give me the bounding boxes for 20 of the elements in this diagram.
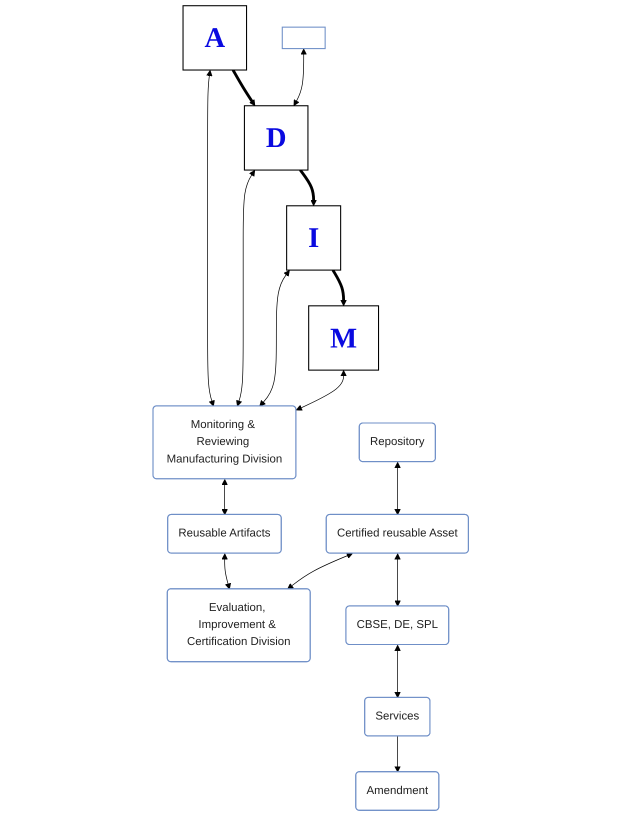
- arrow: [332, 269, 348, 306]
- node-box: [282, 26, 326, 50]
- arrow: [394, 644, 402, 698]
- arrow: [299, 169, 318, 206]
- node-box: D: [244, 105, 309, 171]
- arrow: [394, 553, 402, 607]
- arrow: [260, 270, 290, 406]
- node-box: A: [182, 5, 248, 71]
- node-box: I: [286, 205, 342, 271]
- node-box: M: [308, 305, 380, 371]
- arrow: [222, 553, 232, 590]
- arrow: [236, 170, 256, 406]
- arrow: [288, 552, 354, 590]
- arrow: [206, 70, 216, 406]
- arrow: [222, 479, 228, 516]
- arrow: [394, 736, 401, 772]
- arrow: [232, 69, 256, 106]
- arrow: [394, 462, 402, 516]
- arrow: [294, 48, 308, 106]
- arrow: [296, 370, 348, 411]
